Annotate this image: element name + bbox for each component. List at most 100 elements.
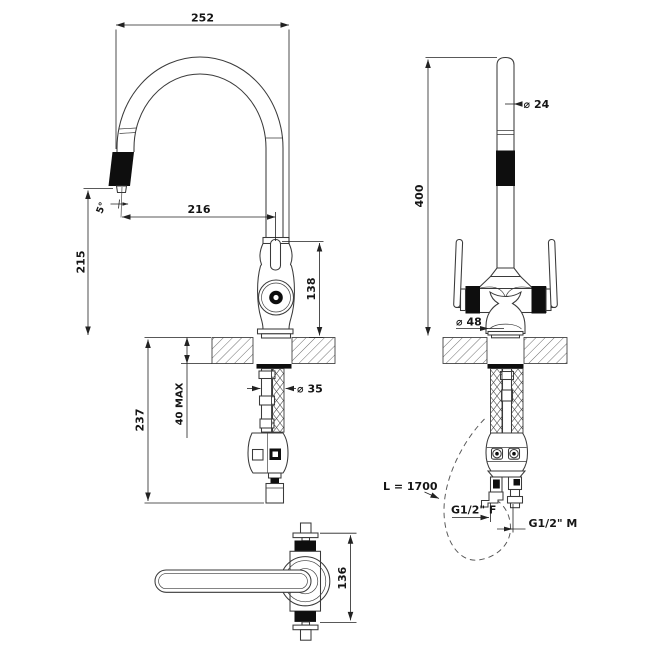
braided-hose-left <box>490 368 503 434</box>
male-connector-black <box>513 479 520 486</box>
dim-label-hose-length: L = 1700 <box>383 480 438 493</box>
spout-column-front <box>496 56 515 268</box>
pivot-outer <box>257 279 295 316</box>
dim-inlet-male: G1/2" M <box>497 504 577 533</box>
plan-body <box>154 522 331 641</box>
plan-handle-ring-top <box>294 540 316 552</box>
spout-joint-lines <box>118 127 137 134</box>
base-dia-arrow <box>480 326 489 331</box>
dim-hole-diameter: ⌀ 35 <box>247 383 323 396</box>
faucet-body-front <box>453 238 558 339</box>
plan-spout-bar-inner <box>158 573 308 590</box>
dim-label-252: 252 <box>191 12 214 25</box>
eyelet-frame-left <box>490 447 504 460</box>
plan-handle-ring-bottom <box>294 611 316 622</box>
bell-inner-curve <box>489 323 522 330</box>
under-counter-front <box>443 364 529 561</box>
bonnet <box>476 275 535 290</box>
dim-handle-height: 138 <box>282 241 324 338</box>
under-counter-side <box>247 364 292 504</box>
gooseneck-spout <box>108 56 284 238</box>
dim-base-diameter: ⌀ 48 <box>456 316 504 331</box>
elbow-fitting <box>480 491 504 508</box>
male-connector-mid <box>509 488 521 498</box>
neck-cone <box>489 267 522 278</box>
eyelet-frame-right <box>507 447 521 460</box>
barrel-window-left <box>251 448 264 461</box>
dim-label-g12f: G1/2" F <box>451 504 496 517</box>
g12m-arrow <box>504 526 513 532</box>
plan-handle-cap-bottom <box>299 629 312 641</box>
lower-bell <box>485 290 526 335</box>
eyelet-right-dot <box>512 451 516 456</box>
mounting-nut <box>256 364 292 369</box>
dim-label-g12m: G1/2" M <box>529 517 578 530</box>
plan-handle-cap-top <box>299 522 312 535</box>
dim-label-215: 215 <box>75 251 88 274</box>
dim-label-136: 136 <box>336 566 349 589</box>
plan-view: 136 <box>154 522 357 641</box>
dim-counter-thickness: 40 MAX <box>175 337 212 438</box>
dim-outlet-height: 215 <box>75 188 113 335</box>
base-flange-2 <box>260 333 292 339</box>
dim-label-237: 237 <box>134 409 147 432</box>
plan-spout-bar <box>154 569 312 593</box>
dim-body-width: 136 <box>320 532 357 623</box>
handle-ring-left <box>465 286 480 314</box>
faucet-body-side <box>256 236 295 339</box>
dim-label-216: 216 <box>188 203 211 216</box>
dim-label-d48: ⌀ 48 <box>456 316 482 329</box>
shank-fitting-2 <box>500 389 514 402</box>
countertop-side <box>211 337 336 364</box>
dim-label-d35: ⌀ 35 <box>297 383 323 396</box>
mounting-nut-front <box>487 364 524 369</box>
barrel-window-inner <box>272 451 278 457</box>
plan-handle-bar-top <box>292 532 319 539</box>
dim-label-138: 138 <box>305 278 318 301</box>
spray-grip-front <box>496 150 515 186</box>
dim-label-d24: ⌀ 24 <box>524 98 550 111</box>
outlet-hose-black <box>493 479 500 489</box>
dim-inlet-female: G1/2" F <box>451 503 496 522</box>
dim-label-40max: 40 MAX <box>175 382 186 425</box>
braided-hose-right <box>511 368 524 434</box>
male-connector-nut <box>506 495 524 504</box>
plan-handle-neck-top <box>301 537 311 542</box>
hose-weight-barrel <box>247 432 289 474</box>
handle-cap-left-1 <box>459 288 467 312</box>
eyelet-left <box>492 448 502 459</box>
eyelet-right <box>509 448 519 459</box>
dim-hose-length: L = 1700 <box>383 480 440 499</box>
spray-nozzle <box>115 185 128 194</box>
base-flange-1 <box>256 328 294 335</box>
pivot-dot <box>273 294 279 301</box>
lower-connector <box>265 482 285 504</box>
male-connector-tip <box>509 502 521 509</box>
front-view: 400 ⌀ 24 ⌀ 48 L = 1700 G1/2" F G1/2" M <box>383 56 577 561</box>
spray-head-grip <box>108 152 134 186</box>
angle-arrow <box>122 202 129 206</box>
dim-total-height: 400 <box>413 57 497 336</box>
countertop-front <box>442 337 568 364</box>
lever-handle-left <box>453 238 464 308</box>
barrel-band-lines <box>486 447 527 462</box>
dim-spout-projection: 252 <box>115 12 290 244</box>
connector-black-detail <box>270 478 279 484</box>
pullout-hose-loop <box>443 418 511 561</box>
braided-hose <box>271 368 285 433</box>
plan-handle-bar-bottom <box>292 624 319 631</box>
dim-under-counter-depth: 237 <box>134 337 264 504</box>
handle-ring-right <box>531 286 546 314</box>
pivot-ring <box>261 282 291 313</box>
side-view: 252 216 215 5° 138 237 <box>75 12 336 504</box>
column-joint-lines <box>497 130 514 135</box>
dim-label-400: 400 <box>413 184 426 207</box>
hose-weight-barrel-front <box>485 432 529 472</box>
nozzle-centerline <box>120 186 123 218</box>
dim-spout-reach: 216 <box>122 203 276 241</box>
eyelet-left-dot <box>495 451 499 456</box>
dim-spout-diameter: ⌀ 24 <box>505 98 550 111</box>
connector-neck <box>267 472 282 479</box>
